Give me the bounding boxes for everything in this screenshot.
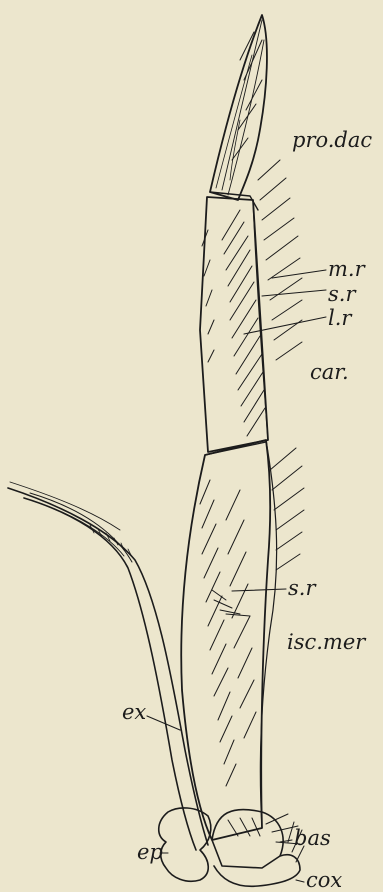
ischium-merus <box>181 440 304 840</box>
label-ep: ep <box>137 842 163 863</box>
label-s-r-upper: s.r <box>328 284 356 305</box>
label-car: car. <box>310 362 349 383</box>
carpus <box>200 160 302 452</box>
label-l-r: l.r <box>328 308 351 329</box>
label-s-r-lower: s.r <box>288 578 316 599</box>
label-bas: bas <box>294 828 331 849</box>
label-pro-dac: pro.dac <box>292 130 372 151</box>
propodus-dactylus <box>210 15 267 210</box>
label-ex: ex <box>122 702 146 723</box>
basis <box>212 809 300 868</box>
coxa <box>214 822 304 886</box>
label-isc-mer: isc.mer <box>287 632 365 653</box>
label-m-r: m.r <box>328 259 365 280</box>
